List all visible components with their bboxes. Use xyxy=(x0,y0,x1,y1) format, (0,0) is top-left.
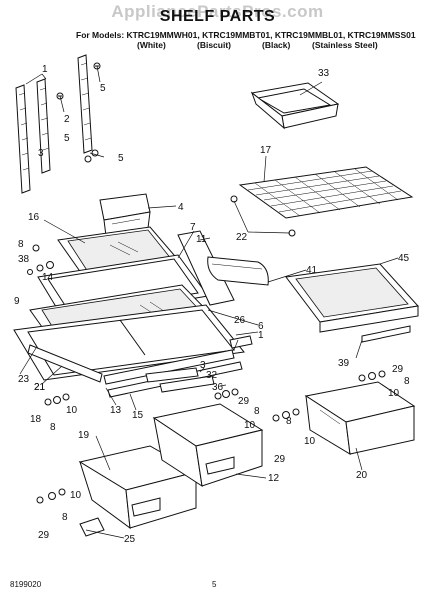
callout-8: 8 xyxy=(62,512,68,523)
callout-32: 32 xyxy=(206,370,218,381)
color-label-white: (White) xyxy=(137,40,166,50)
front-trim-23 xyxy=(27,344,103,383)
callout-10: 10 xyxy=(244,420,256,431)
callout-45: 45 xyxy=(398,253,410,264)
callout-15: 15 xyxy=(132,410,144,421)
callout-10: 10 xyxy=(70,490,82,501)
callout-19: 19 xyxy=(78,430,90,441)
callout-23: 23 xyxy=(18,374,30,385)
callout-22: 22 xyxy=(236,232,248,243)
callout-7: 7 xyxy=(190,222,196,233)
callout-10: 10 xyxy=(66,405,78,416)
deli-drawer-41 xyxy=(207,256,269,286)
callout-8: 8 xyxy=(286,416,292,427)
color-label-biscuit: (Biscuit) xyxy=(197,40,231,50)
shelf-clip-36 xyxy=(159,375,215,393)
side-trim-11 xyxy=(177,230,235,306)
dairy-bin-4 xyxy=(99,193,151,237)
color-label-stainless: (Stainless Steel) xyxy=(312,40,378,50)
callout-3: 3 xyxy=(200,360,206,371)
callout-21: 21 xyxy=(34,382,46,393)
crisper-bin-33 xyxy=(250,82,340,130)
callout-11: 11 xyxy=(196,234,207,245)
callout-8: 8 xyxy=(18,239,24,250)
callout-12: 12 xyxy=(268,473,280,484)
callout-4: 4 xyxy=(178,202,184,213)
callout-2: 2 xyxy=(64,114,70,125)
callout-10: 10 xyxy=(388,388,400,399)
callout-14: 14 xyxy=(42,272,54,283)
shelf-clip-32 xyxy=(145,335,253,383)
fastener-stack-left xyxy=(44,393,70,406)
callout-5: 5 xyxy=(100,83,106,94)
callout-5: 5 xyxy=(118,153,124,164)
callout-39: 39 xyxy=(338,358,350,369)
color-label-black: (Black) xyxy=(262,40,291,50)
callout-17: 17 xyxy=(260,145,272,156)
shelf-rail-center xyxy=(36,78,51,174)
callout-41: 41 xyxy=(306,265,318,276)
watermark: AppliancePartsPros.com xyxy=(111,2,324,21)
front-trim-13 xyxy=(103,349,235,385)
callout-20: 20 xyxy=(356,470,368,481)
callout-36: 36 xyxy=(212,382,224,393)
callout-26: 26 xyxy=(234,315,246,326)
callout-29: 29 xyxy=(38,530,50,541)
callout-29: 29 xyxy=(392,364,404,375)
callout-9: 9 xyxy=(14,296,20,307)
callout-21b: 21 xyxy=(34,382,46,393)
callout-25: 25 xyxy=(124,534,136,545)
callout-33: 33 xyxy=(318,68,330,79)
callout-6: 6 xyxy=(258,321,264,332)
page-number: 5 xyxy=(212,580,217,589)
crisper-drawer-12 xyxy=(152,403,264,488)
rail-screw-lower xyxy=(84,149,99,163)
callout-5: 5 xyxy=(64,133,70,144)
callout-38: 38 xyxy=(18,254,30,265)
callout-labels: 1 5 2 5 3 5 33 17 4 16 7 11 8 38 14 22 4… xyxy=(14,64,410,545)
callout-29: 29 xyxy=(238,396,250,407)
crisper-drawer-20 xyxy=(304,381,416,455)
page-title: SHELF PARTS xyxy=(159,8,276,25)
leader-lines xyxy=(19,65,399,539)
fastener-stack-right-upper xyxy=(358,370,386,382)
fastener-stack-center xyxy=(214,388,239,400)
fastener-stack-right-lower xyxy=(272,408,300,422)
shelf-rail-left xyxy=(15,84,31,194)
callout-3: 3 xyxy=(38,148,44,159)
drawer-handle-25 xyxy=(79,517,105,537)
shelf-rail-rear xyxy=(77,54,93,154)
callout-18: 18 xyxy=(30,414,42,425)
callout-1: 1 xyxy=(42,64,48,75)
callout-8: 8 xyxy=(50,422,56,433)
fastener-stack-bottom-left xyxy=(36,488,66,504)
callout-8: 8 xyxy=(254,406,260,417)
callout-1: 1 xyxy=(258,330,264,341)
document-number: 8199020 xyxy=(10,580,42,589)
wire-shelf-17 xyxy=(230,166,414,237)
model-list: For Models: KTRC19MMWH01, KTRC19MMBT01, … xyxy=(76,30,416,40)
callout-16: 16 xyxy=(28,212,40,223)
fastener-stack-top-left xyxy=(27,244,54,275)
callout-10: 10 xyxy=(304,436,316,447)
callout-13: 13 xyxy=(110,405,122,416)
glass-shelf-45 xyxy=(285,263,419,343)
callout-29: 29 xyxy=(274,454,286,465)
callout-8: 8 xyxy=(404,376,410,387)
